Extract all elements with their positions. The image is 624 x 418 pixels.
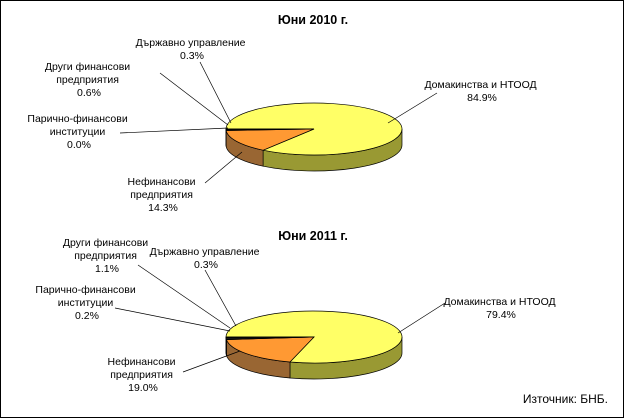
- leader-line-mfi-2010: [119, 127, 229, 134]
- slice-label-nonfinancial-2010: Нефинансови предприятия 14.3%: [128, 176, 199, 214]
- pie-slice-nonfinancial-0: [225, 128, 315, 151]
- leader-line-nonfinancial-2011: [182, 350, 241, 373]
- slice-label-government-2011: Държавно управление 0.3%: [150, 246, 263, 271]
- slice-label-mfi-2010: Парично-финансови институции 0.0%: [27, 113, 130, 151]
- pie-chart-2010: Юни 2010 г. Домакинства и НТООД 84.9% Не…: [27, 13, 539, 214]
- pie-chart-2011: Юни 2011 г. Домакинства и НТООД 79.4% Не…: [35, 229, 558, 394]
- slice-label-other-financial-2011: Други финансови предприятия 1.1%: [63, 237, 151, 275]
- leader-line-government-2010: [199, 61, 232, 124]
- slice-label-households-2010: Домакинства и НТООД 84.9%: [424, 79, 539, 104]
- slice-label-other-financial-2010: Други финансови предприятия 0.6%: [45, 61, 133, 99]
- chart-title-2010: Юни 2010 г.: [278, 13, 348, 27]
- leader-line-other-financial-2010: [159, 72, 229, 126]
- leader-line-households-2010: [387, 92, 438, 124]
- source-note: Източник: БНБ.: [523, 392, 608, 406]
- leader-line-government-2011: [204, 269, 237, 327]
- pie-2010: [225, 102, 403, 172]
- slice-label-mfi-2011: Парично-финансови институции 0.2%: [35, 284, 138, 322]
- leader-lines-2010: [119, 61, 438, 184]
- pie-slice-nonfinancial-1: [225, 336, 315, 363]
- chart-title-2011: Юни 2011 г.: [278, 229, 348, 243]
- leader-line-nonfinancial-2010: [204, 151, 243, 184]
- leader-lines-2011: [114, 264, 446, 373]
- leader-line-other-financial-2011: [137, 264, 231, 329]
- pie-2011: [225, 310, 403, 380]
- slice-label-nonfinancial-2011: Нефинансови предприятия 19.0%: [108, 356, 179, 394]
- slice-label-government-2010: Държавно управление 0.3%: [136, 37, 249, 62]
- pie-slice-households-0: [225, 102, 403, 156]
- leader-line-households-2011: [397, 302, 446, 334]
- leader-line-mfi-2011: [114, 307, 231, 332]
- slice-label-households-2011: Домакинства и НТООД 79.4%: [443, 296, 558, 321]
